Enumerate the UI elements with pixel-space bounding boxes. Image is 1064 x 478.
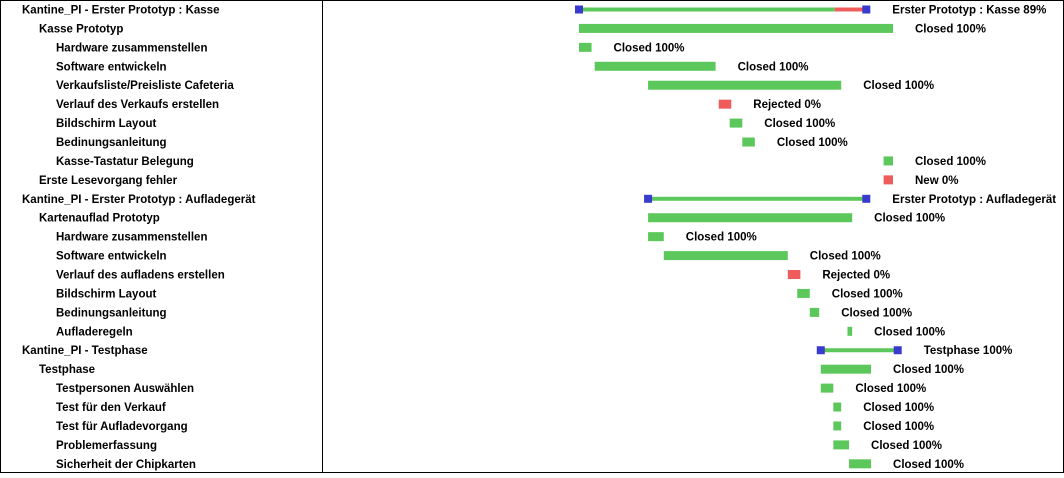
task-bar: [579, 42, 592, 52]
task-bar: [648, 80, 842, 90]
summary-end-marker: [862, 194, 871, 203]
task-bar: [787, 270, 801, 280]
task-label: Bedinungsanleitung: [56, 307, 167, 319]
status-label: Erster Prototyp : Aufladegerät: [892, 194, 1056, 206]
task-bar: [883, 156, 893, 166]
status-label: Closed 100%: [686, 232, 757, 244]
task-bar: [833, 402, 842, 412]
task-bar: [883, 175, 893, 185]
status-label: Closed 100%: [893, 459, 964, 471]
status-labels: Erster Prototyp : Kasse 89% Closed 100% Cl…: [614, 5, 1057, 471]
status-label: Closed 100%: [738, 61, 809, 73]
status-label: Closed 100%: [614, 42, 685, 54]
status-label: Closed 100%: [915, 23, 986, 35]
task-bar: [820, 364, 872, 374]
task-label: Testphase: [39, 364, 95, 376]
task-label: Verlauf des aufladens erstellen: [56, 270, 225, 282]
task-bar: [849, 459, 872, 469]
task-bar: [648, 213, 853, 223]
task-bar: [579, 23, 893, 33]
task-label: Kantine_PI - Erster Prototyp : Kasse: [22, 5, 219, 17]
status-label: Closed 100%: [863, 80, 934, 92]
task-label: Testpersonen Auswählen: [56, 383, 194, 395]
task-label: Aufladeregeln: [56, 326, 133, 338]
status-label: Closed 100%: [777, 137, 848, 149]
task-bar: [718, 99, 732, 109]
task-label: Hardware zusammenstellen: [56, 232, 207, 244]
task-label: Verlauf des Verkaufs erstellen: [56, 99, 219, 111]
task-label: Verkaufsliste/Preisliste Cafeteria: [56, 80, 234, 92]
task-label: Kartenauflad Prototyp: [39, 213, 160, 225]
task-bars: [575, 5, 902, 469]
task-bar: [742, 137, 755, 147]
task-bar: [833, 421, 842, 431]
task-label: Kantine_PI - Testphase: [22, 345, 148, 357]
status-label: Closed 100%: [855, 383, 926, 395]
status-label: Closed 100%: [810, 251, 881, 263]
task-label: Kasse-Tastatur Belegung: [56, 156, 194, 168]
task-label: Test für Aufladevorgang: [56, 421, 188, 433]
status-label: Closed 100%: [841, 307, 912, 319]
task-label: Software entwickeln: [56, 61, 167, 73]
task-label: Test für den Verkauf: [56, 402, 166, 414]
task-label: Bildschirm Layout: [56, 288, 156, 300]
task-bar: [809, 307, 820, 317]
task-label: Erste Lesevorgang fehler: [39, 175, 178, 187]
task-label: Kasse Prototyp: [39, 23, 123, 35]
status-label: Closed 100%: [874, 213, 945, 225]
status-label: Closed 100%: [764, 118, 835, 130]
status-label: Closed 100%: [871, 440, 942, 452]
summary-start-marker: [816, 346, 825, 355]
status-label: Closed 100%: [915, 156, 986, 168]
status-label: Rejected 0%: [822, 270, 890, 282]
status-label: New 0%: [915, 175, 958, 187]
summary-start-marker: [644, 194, 653, 203]
summary-progress-line: [820, 348, 898, 353]
task-label: Bedinungsanleitung: [56, 137, 167, 149]
status-label: Testphase 100%: [924, 345, 1013, 357]
task-bar: [797, 288, 810, 298]
task-bar: [663, 251, 788, 261]
task-bar: [820, 383, 834, 393]
status-label: Rejected 0%: [753, 99, 821, 111]
task-bar: [648, 232, 664, 242]
task-label: Problemerfassung: [56, 440, 157, 452]
summary-end-marker: [893, 346, 902, 355]
task-label: Bildschirm Layout: [56, 118, 156, 130]
summary-remaining-line: [834, 7, 867, 12]
summary-progress-line: [579, 7, 835, 12]
status-label: Erster Prototyp : Kasse 89%: [892, 5, 1046, 17]
status-label: Closed 100%: [863, 421, 934, 433]
task-label: Hardware zusammenstellen: [56, 42, 207, 54]
task-label: Sicherheit der Chipkarten: [56, 459, 196, 471]
summary-start-marker: [575, 5, 583, 14]
summary-progress-line: [648, 196, 867, 201]
task-bar: [594, 61, 716, 71]
task-bar: [729, 118, 743, 128]
status-label: Closed 100%: [874, 326, 945, 338]
task-labels: Kantine_PI - Erster Prototyp : KasseKass…: [22, 5, 256, 471]
task-bar: [833, 440, 850, 450]
summary-end-marker: [862, 5, 871, 14]
task-bar: [847, 326, 853, 336]
task-label: Kantine_PI - Erster Prototyp : Aufladege…: [22, 194, 256, 206]
status-label: Closed 100%: [863, 402, 934, 414]
status-label: Closed 100%: [893, 364, 964, 376]
status-label: Closed 100%: [832, 288, 903, 300]
task-label: Software entwickeln: [56, 251, 167, 263]
